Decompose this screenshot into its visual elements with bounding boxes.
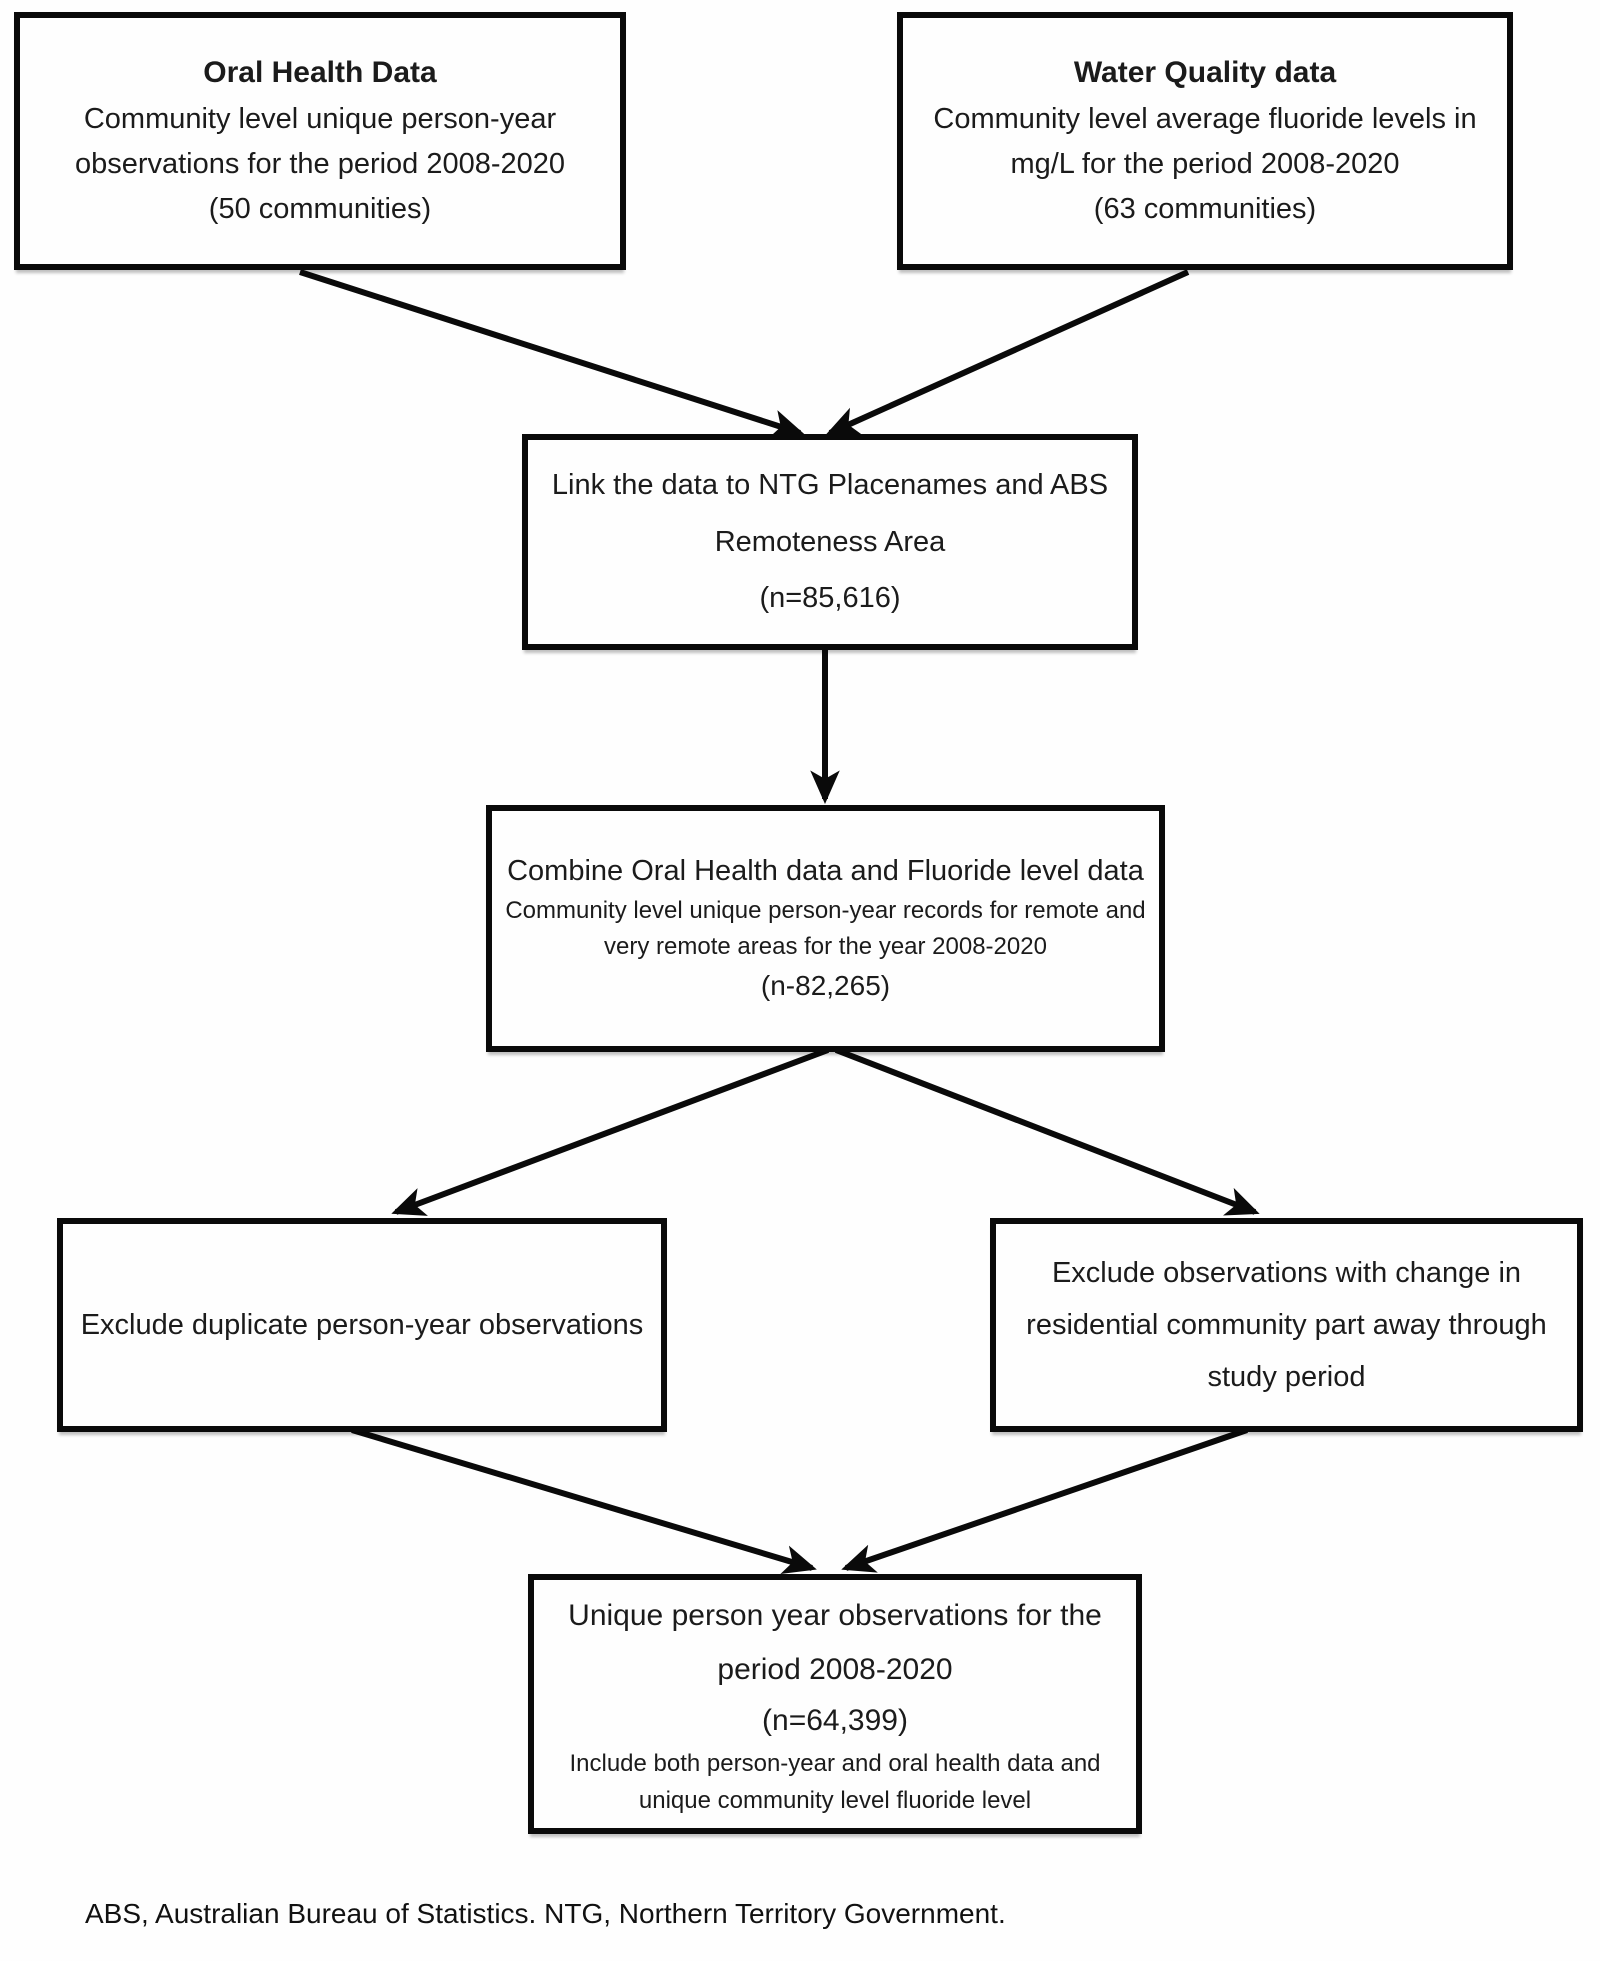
link-body: Link the data to NTG Placenames and ABS … xyxy=(551,469,1109,558)
water-quality-title: Water Quality data xyxy=(1073,56,1337,90)
arrow-water-to-link xyxy=(825,269,1190,436)
box-water-quality-data: Water Quality data Community level avera… xyxy=(897,12,1513,270)
exclude-community-change-body: Exclude observations with change in resi… xyxy=(1026,1256,1547,1394)
water-quality-body: Community level average fluoride levels … xyxy=(933,102,1477,180)
box-combine-data: Combine Oral Health data and Fluoride le… xyxy=(486,805,1165,1052)
arrow-oral-to-link xyxy=(299,269,805,439)
arrow-combine-to-exclude-change xyxy=(834,1047,1260,1216)
oral-health-body: Community level unique person-year obser… xyxy=(74,102,566,180)
box-oral-health-data: Oral Health Data Community level unique … xyxy=(14,12,626,270)
abbreviations-footnote: ABS, Australian Bureau of Statistics. NT… xyxy=(85,1898,1006,1929)
box-final-sample: Unique person year observations for the … xyxy=(528,1574,1142,1834)
final-body: Include both person-year and oral health… xyxy=(569,1749,1101,1814)
final-count: (n=64,399) xyxy=(762,1703,908,1737)
oral-health-title: Oral Health Data xyxy=(203,56,437,90)
arrow-exclude-change-to-final xyxy=(841,1427,1248,1573)
box-exclude-duplicates: Exclude duplicate person-year observatio… xyxy=(57,1218,667,1432)
oral-health-count: (50 communities) xyxy=(208,192,432,225)
final-title: Unique person year observations for the … xyxy=(568,1598,1102,1686)
exclude-duplicates-body: Exclude duplicate person-year observatio… xyxy=(80,1308,644,1341)
arrow-combine-to-exclude-duplicates xyxy=(391,1047,830,1216)
arrow-exclude-duplicates-to-final xyxy=(351,1427,817,1574)
water-quality-count: (63 communities) xyxy=(1093,192,1317,225)
combine-body: Community level unique person-year recor… xyxy=(505,897,1146,961)
combine-count: (n-82,265) xyxy=(760,970,891,1002)
box-exclude-community-change: Exclude observations with change in resi… xyxy=(990,1218,1583,1432)
combine-title: Combine Oral Health data and Fluoride le… xyxy=(507,854,1144,887)
box-link-data: Link the data to NTG Placenames and ABS … xyxy=(522,434,1138,650)
link-count: (n=85,616) xyxy=(759,582,901,615)
